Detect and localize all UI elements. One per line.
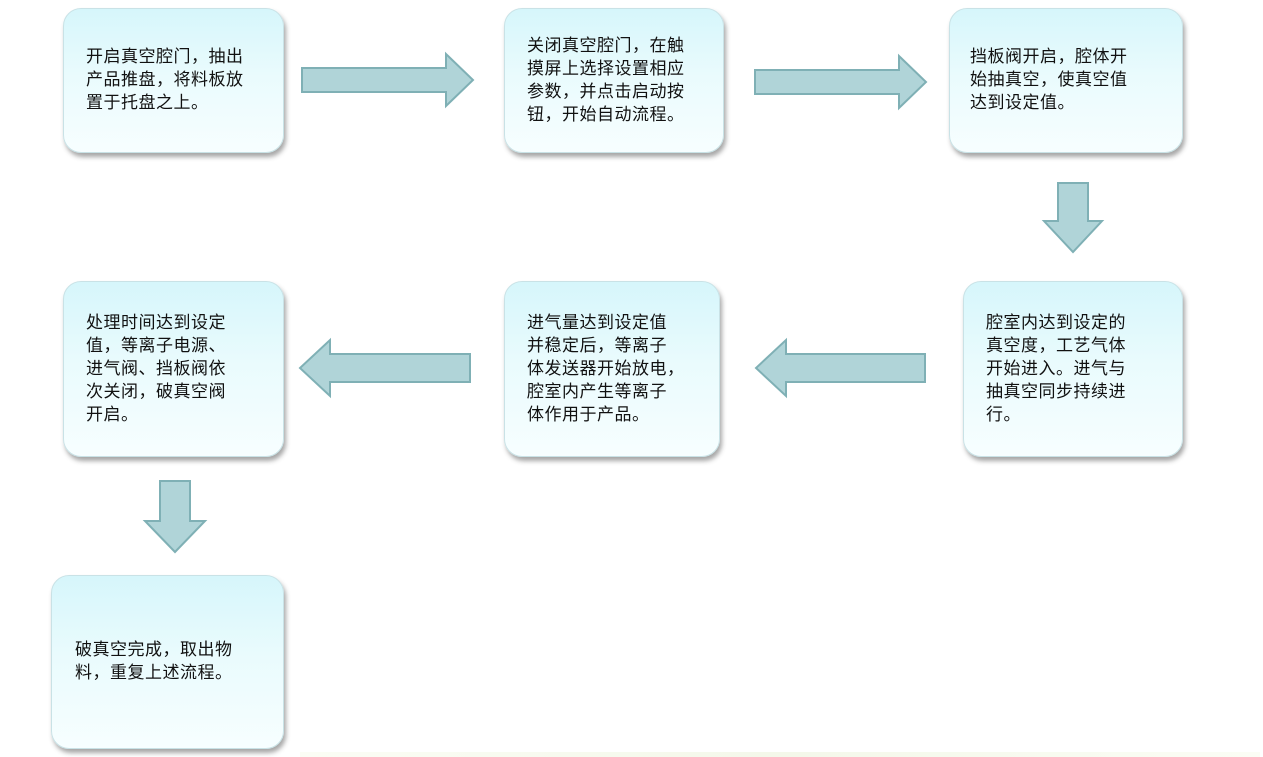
left-arrow-1 <box>754 337 926 399</box>
step-1-text: 开启真空腔门，抽出 产品推盘，将料板放 置于托盘之上。 <box>86 47 244 113</box>
left-arrow-1-shape <box>754 337 926 399</box>
left-arrow-2 <box>298 337 471 399</box>
step-3-text: 挡板阀开启，腔体开 始抽真空，使真空值 达到设定值。 <box>970 47 1128 113</box>
right-arrow-1-shape <box>301 51 475 109</box>
step-6-box: 处理时间达到设定 值，等离子电源、 进气阀、挡板阀依 次关闭，破真空阀 开启。 <box>63 281 284 457</box>
right-arrow-2-shape <box>754 53 928 111</box>
step-4-text: 腔室内达到设定的 真空度，工艺气体 开始进入。进气与 抽真空同步持续进 行。 <box>986 312 1126 425</box>
step-3-box: 挡板阀开启，腔体开 始抽真空，使真空值 达到设定值。 <box>949 8 1183 153</box>
left-arrow-2-shape <box>298 337 471 399</box>
right-arrow-1 <box>301 51 475 109</box>
step-4-box: 腔室内达到设定的 真空度，工艺气体 开始进入。进气与 抽真空同步持续进 行。 <box>963 281 1183 457</box>
step-2-text: 关闭真空腔门，在触 摸屏上选择设置相应 参数，并点击启动按 钮，开始自动流程。 <box>527 35 685 125</box>
down-arrow-1-shape <box>1041 182 1105 254</box>
right-arrow-2 <box>754 53 928 111</box>
step-7-text: 破真空完成，取出物 料，重复上述流程。 <box>75 640 233 683</box>
down-arrow-2 <box>142 480 208 554</box>
step-6-text: 处理时间达到设定 值，等离子电源、 进气阀、挡板阀依 次关闭，破真空阀 开启。 <box>86 312 226 425</box>
step-1-box: 开启真空腔门，抽出 产品推盘，将料板放 置于托盘之上。 <box>63 8 284 153</box>
down-arrow-1 <box>1041 182 1105 254</box>
step-7-box: 破真空完成，取出物 料，重复上述流程。 <box>51 575 284 749</box>
step-5-text: 进气量达到设定值 并稳定后，等离子 体发送器开始放电， 腔室内产生等离子 体作用… <box>527 312 685 425</box>
step-2-box: 关闭真空腔门，在触 摸屏上选择设置相应 参数，并点击启动按 钮，开始自动流程。 <box>504 8 724 153</box>
step-5-box: 进气量达到设定值 并稳定后，等离子 体发送器开始放电， 腔室内产生等离子 体作用… <box>504 281 720 457</box>
down-arrow-2-shape <box>142 480 208 554</box>
bottom-edge-strip <box>300 752 1260 757</box>
